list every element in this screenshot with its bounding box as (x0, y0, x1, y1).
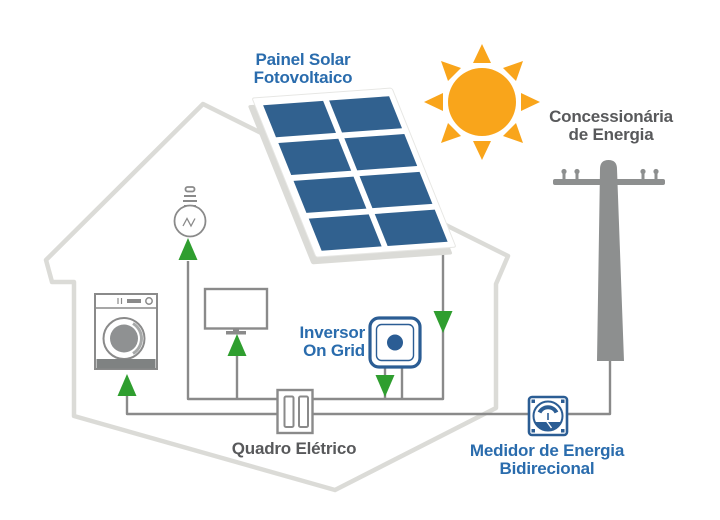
label-line: Quadro Elétrico (231, 439, 357, 458)
electrical-panel-icon (276, 388, 314, 435)
energy-flow-arrow-up (178, 238, 198, 260)
utility-company-label: Concessionária de Energia (531, 108, 691, 143)
wire-bulb (186, 261, 278, 401)
label-line: Bidirecional (499, 458, 595, 478)
wire-washer (125, 395, 278, 416)
wire-solar-to-inverter (313, 247, 445, 401)
energy-flow-arrows (117, 238, 453, 397)
solar-panel-label: Painel Solar Fotovoltaico (213, 51, 393, 86)
wires (125, 247, 612, 416)
inverter-icon (368, 316, 422, 369)
tv-icon (203, 287, 269, 335)
energy-flow-arrow-up (117, 374, 137, 396)
sun-icon (424, 44, 540, 160)
electrical-panel-label: Quadro Elétrico (204, 440, 384, 458)
label-line: de Energia (568, 124, 654, 144)
energy-flow-arrow-up (227, 334, 247, 356)
label-line: Concessionária (549, 107, 673, 126)
inverter-label: Inversor On Grid (245, 323, 366, 360)
energy-meter-icon (527, 395, 569, 437)
wire-panel-to-pole (313, 361, 612, 416)
light-bulb-icon (173, 186, 207, 238)
label-line: Fotovoltaico (253, 67, 353, 87)
washing-machine-icon (94, 293, 158, 370)
utility-pole-icon (553, 160, 665, 361)
energy-flow-arrow-down (433, 311, 453, 333)
solar-panel-icon (248, 87, 456, 265)
label-line: Painel Solar (255, 50, 351, 69)
energy-meter-label: Medidor de Energia Bidirecional (437, 442, 657, 477)
label-line: On Grid (303, 340, 365, 360)
label-line: Inversor (299, 323, 366, 342)
energy-flow-arrow-down (375, 375, 395, 397)
label-line: Medidor de Energia (469, 441, 625, 460)
